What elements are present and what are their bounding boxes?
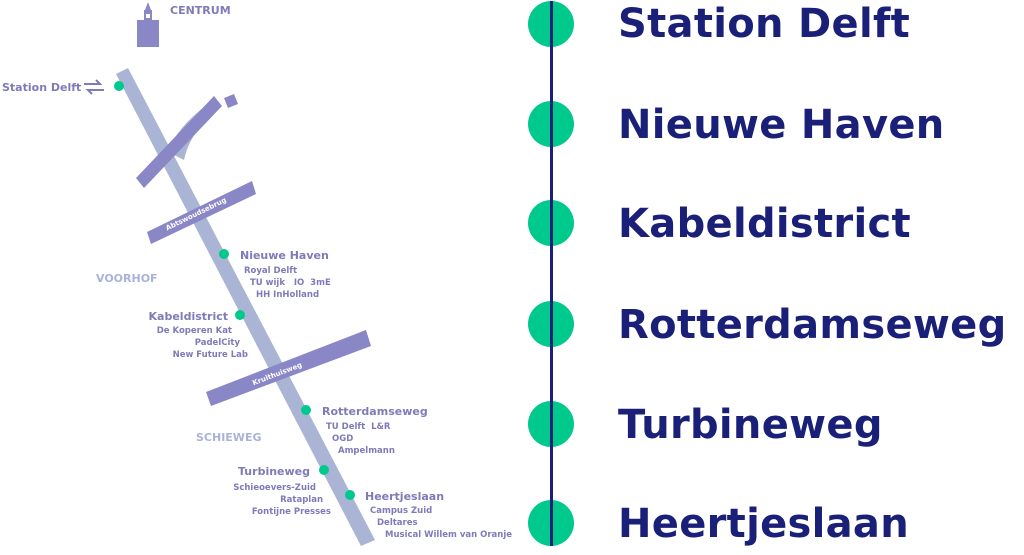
- stop-name: Nieuwe Haven: [618, 102, 945, 148]
- map-place: Schieoevers-Zuid: [233, 483, 316, 493]
- map-place: New Future Lab: [173, 350, 248, 360]
- stop-dot: [528, 101, 574, 147]
- map-place: Musical Willem van Oranje: [385, 530, 512, 540]
- map-place: OGD: [332, 434, 353, 444]
- map-stop-station-delft-dot: [114, 81, 124, 91]
- stop-dot: [528, 401, 574, 447]
- map-place: Fontijne Presses: [252, 507, 331, 517]
- map-stop-heertjeslaan-dot: [345, 490, 355, 500]
- route-band: [116, 68, 375, 546]
- map-place: TU wijk IO 3mE: [250, 278, 331, 288]
- map-stop-kabeldistrict-label: Kabeldistrict: [149, 310, 228, 323]
- route-map: Abtswoudsebrug Kruithuisweg CENTRUM VOOR…: [2, 2, 512, 546]
- centrum-label: CENTRUM: [170, 4, 231, 17]
- line-stop-rotterdamseweg: Rotterdamseweg: [528, 301, 1006, 348]
- map-stop-station-delft-label: Station Delft: [2, 81, 81, 94]
- stop-dot: [528, 200, 574, 246]
- line-stop-kabeldistrict: Kabeldistrict: [528, 200, 911, 247]
- map-place: HH InHolland: [256, 290, 319, 300]
- stop-name: Rotterdamseweg: [618, 302, 1007, 348]
- district-voorhof: VOORHOF: [96, 272, 158, 285]
- street-kruithuisweg: [206, 330, 371, 406]
- line-stop-turbineweg: Turbineweg: [528, 401, 882, 448]
- map-stop-nieuwe-haven-label: Nieuwe Haven: [240, 249, 329, 262]
- stop-dot: [528, 500, 574, 546]
- map-stop-turbineweg-label: Turbineweg: [238, 465, 310, 478]
- map-place: Deltares: [377, 518, 418, 528]
- map-stop-heertjeslaan-label: Heertjeslaan: [365, 490, 444, 503]
- map-place: TU Delft L&R: [326, 422, 391, 432]
- map-stop-kabeldistrict-dot: [235, 310, 245, 320]
- street-abtswoudsebrug: [147, 181, 256, 244]
- map-place: Campus Zuid: [370, 506, 432, 516]
- line-stop-heertjeslaan: Heertjeslaan: [528, 500, 909, 547]
- road-upper-right: [224, 94, 238, 108]
- line-rail: [550, 22, 553, 528]
- map-place: PadelCity: [195, 338, 241, 348]
- line-stop-nieuwe-haven: Nieuwe Haven: [528, 101, 944, 148]
- stop-name: Station Delft: [618, 1, 911, 47]
- stop-name: Kabeldistrict: [618, 201, 911, 247]
- stop-name: Heertjeslaan: [618, 501, 910, 547]
- stop-name: Turbineweg: [618, 402, 883, 448]
- map-stop-turbineweg-dot: [319, 465, 329, 475]
- map-stop-rotterdamseweg-label: Rotterdamseweg: [322, 405, 428, 418]
- map-stop-nieuwe-haven-dot: [219, 249, 229, 259]
- map-place: Ampelmann: [338, 446, 395, 456]
- map-place: Royal Delft: [244, 266, 297, 276]
- map-place: Rataplan: [280, 495, 323, 505]
- district-schieweg: SCHIEWEG: [196, 431, 261, 444]
- church-tower-icon: [137, 2, 159, 47]
- ns-train-logo-icon: [84, 79, 104, 95]
- road-upper: [136, 96, 222, 188]
- stop-dot: [528, 1, 574, 47]
- map-place: De Koperen Kat: [157, 326, 232, 336]
- stop-dot: [528, 301, 574, 347]
- map-stop-rotterdamseweg-dot: [301, 405, 311, 415]
- line-stop-station-delft: Station Delft: [528, 0, 910, 47]
